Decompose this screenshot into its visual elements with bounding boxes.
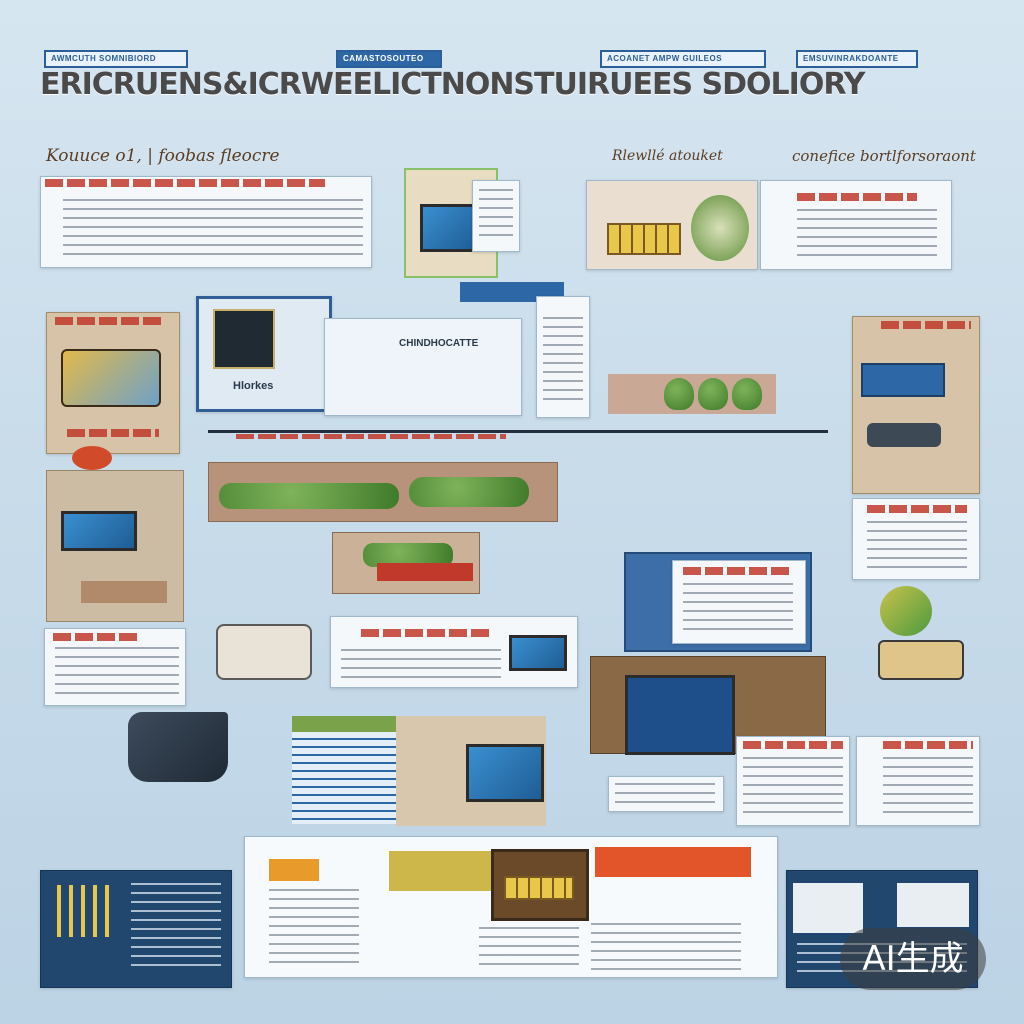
center-monitor [509,635,567,671]
info-panel-center-lower [330,616,578,688]
bar-graphic [57,885,113,937]
machine-screen [466,744,544,802]
panel-heading-bar [881,321,971,329]
store-windows [607,223,681,255]
panel-text-lines [63,199,363,257]
round-garden-illustration [691,195,749,261]
orange-label [269,859,319,881]
panel-text-lines [743,757,843,817]
building-windows [504,876,574,900]
panel-heading-bar [53,633,139,641]
dark-panel-bottom-left [40,870,232,988]
info-panel-right-lower-2 [856,736,980,826]
panel-text-lines [55,647,179,699]
connector-caption-bar [236,434,506,439]
panel-heading-bar [883,741,973,749]
panel-text-lines [543,317,583,407]
illustration-machine [396,716,546,826]
panel-footer-bar [67,429,159,437]
chart-thumbnail-1 [793,883,863,933]
tree-icon [732,378,762,410]
car-icon [867,423,941,447]
illustration-workdesk [46,470,184,622]
illustration-factory [624,552,812,652]
subhead-middle: Rlewllé atouket [612,148,723,164]
header-tag-3: ACOANET AMPW GUILEOS [600,50,766,68]
building-photo [491,849,589,921]
yellow-label [389,851,495,891]
red-bird-icon [72,446,112,470]
brochure-panel [244,836,778,978]
panel-text-lines [883,757,973,817]
subhead-left: Kouuce o1, | foobas fleocre [46,146,280,166]
panel-text-lines [797,209,937,259]
house-facade [377,563,473,581]
illustration-house [332,532,480,594]
mini-panel-lines [479,189,513,243]
device-screen [420,204,478,252]
info-panel-center: CHINDHOCATTE [324,318,522,416]
tall-info-panel [536,296,590,418]
illustration-store [586,180,758,270]
van-icon [216,624,312,680]
mini-panel [472,180,520,252]
blue-panel-label: Hlorkes [233,380,274,392]
green-leaf-icon [880,586,932,636]
info-panel-top-right [760,180,952,270]
boot-icon [128,712,228,782]
cart-icon [878,640,964,680]
panel-text-lines [131,883,221,973]
illustration-sign [46,312,180,454]
desk-monitor [61,511,137,551]
panel-heading-bar [55,317,165,325]
blinds-window [292,716,396,824]
panel-text-lines [479,927,579,971]
subhead-right: conefice bortlforsoraont [792,147,976,165]
hedge-icon [409,477,529,507]
panel-text-lines [341,649,501,681]
red-label [595,847,751,877]
sign-board [61,349,161,407]
tree-strip-top [608,374,776,414]
chart-thumbnail-2 [897,883,969,927]
panel-text-lines [683,583,793,633]
hedge-icon [219,483,399,509]
panel-text-lines [591,923,741,971]
ai-generated-badge: AI生成 [840,928,986,990]
page-title: ERICRUENS&ICRWEELICTNONSTUIRUEES SDOLIOR… [40,68,866,102]
info-panel-right-lower-1 [736,736,850,826]
illustration-vehicle [852,316,980,494]
connector-line [208,430,828,433]
info-panel-blue: Hlorkes [196,296,332,412]
panel-heading-bar [45,179,325,187]
truck-icon [861,363,945,397]
tree-icon [664,378,694,410]
center-panel-title: CHINDHOCATTE [399,338,479,349]
info-panel-top-left [40,176,372,268]
panel-text-lines [867,521,967,573]
warehouse-display [625,675,735,755]
header-tag-2: CAMASTOSOUTEO [336,50,442,68]
panel-heading-bar [743,741,843,749]
panel-heading-bar [683,567,793,575]
panel-text-lines [615,783,715,805]
panel-heading-bar [361,629,491,637]
tree-strip-middle [208,462,558,522]
desk-surface [81,581,167,603]
caption-strip [608,776,724,812]
header-tag-1: AWMCUTH SOMNIBIORD [44,50,188,68]
panel-heading-bar [867,505,967,513]
info-panel-lower-left [44,628,186,706]
dark-window [213,309,275,369]
panel-text-lines [269,889,359,969]
header-tag-4: EMSUVINRAKDOANTE [796,50,918,68]
tree-icon [698,378,728,410]
panel-heading-bar [797,193,917,201]
factory-info-sheet [672,560,806,644]
info-panel-right [852,498,980,580]
